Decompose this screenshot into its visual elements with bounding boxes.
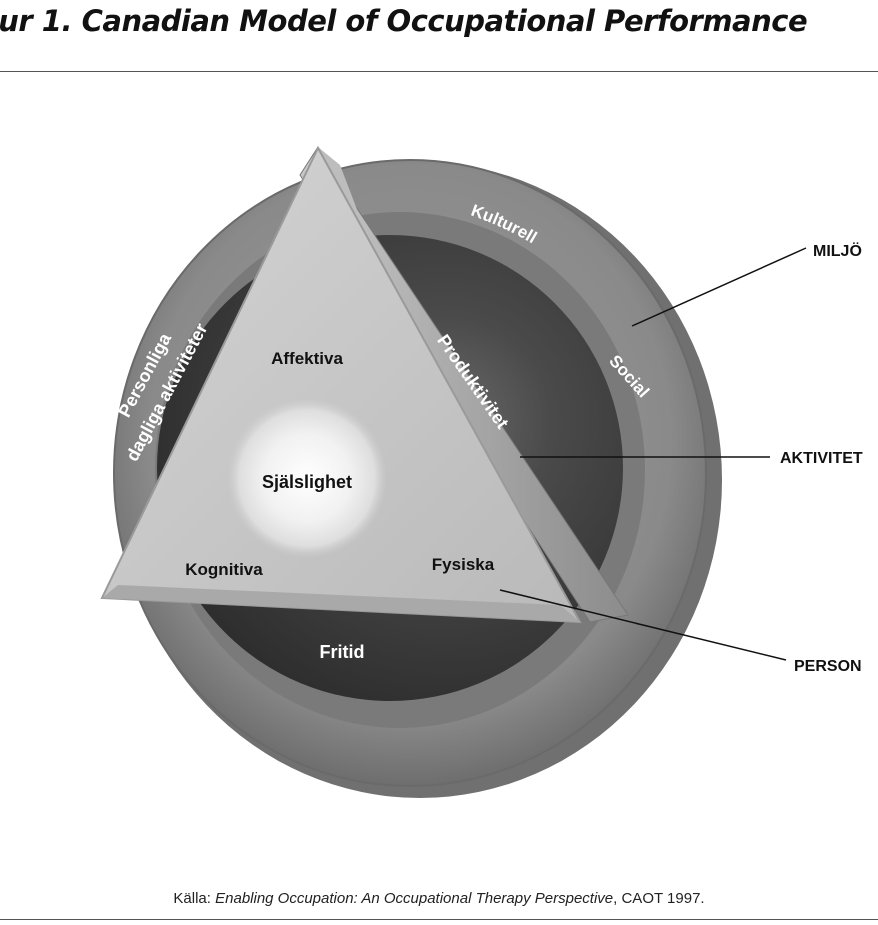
label-spirituality: Själslighet: [262, 472, 352, 492]
spirituality-glow: [227, 398, 387, 558]
top-rule: [0, 71, 878, 72]
leader-environment: [631, 247, 807, 327]
source-prefix: Källa:: [173, 890, 216, 907]
source-suffix: , CAOT 1997.: [613, 890, 705, 907]
figure-title: gur 1. Canadian Model of Occupational Pe…: [0, 4, 808, 38]
callout-occupation: AKTIVITET: [780, 450, 863, 467]
label-cognitive: Kognitiva: [185, 560, 263, 579]
callout-environment: MILJÖ: [813, 241, 862, 260]
source-caption: Källa: Enabling Occupation: An Occupatio…: [0, 890, 878, 907]
callout-person: PERSON: [794, 658, 862, 675]
label-affective: Affektiva: [271, 349, 343, 368]
cmop-diagram: Institutionell Kulturell Social Fysisk P…: [44, 145, 863, 798]
source-work: Enabling Occupation: An Occupational The…: [215, 890, 614, 907]
label-physical-person: Fysiska: [432, 555, 495, 574]
bottom-rule: [0, 919, 878, 920]
label-institutional: Institutionell: [120, 184, 217, 253]
label-leisure: Fritid: [320, 642, 365, 662]
leader-person: [499, 589, 787, 661]
triangle-base-edge: [102, 585, 580, 622]
label-physical: Fysisk: [44, 361, 86, 417]
